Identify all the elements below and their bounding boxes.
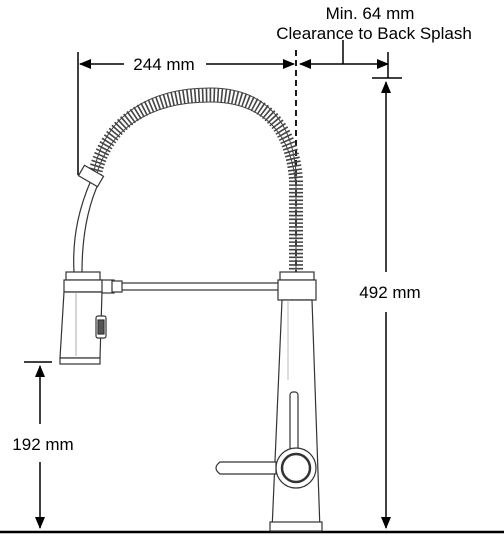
clearance-line2-label: Clearance to Back Splash	[276, 24, 472, 43]
clearance-dimension	[299, 40, 389, 78]
spout-height-dimension	[24, 361, 52, 529]
reach-label: 244 mm	[133, 55, 194, 74]
spray-hose	[73, 177, 93, 273]
reach-dimension	[77, 52, 295, 175]
height-label: 492 mm	[359, 283, 420, 302]
faucet-illustration	[59, 87, 323, 532]
height-dimension	[372, 77, 402, 529]
spring-coil	[87, 87, 303, 275]
clearance-line1-label: Min. 64 mm	[326, 4, 415, 23]
support-arm	[103, 282, 281, 291]
handle-lever	[215, 461, 277, 475]
body-collar	[279, 271, 315, 281]
spout-height-label: 192 mm	[12, 435, 73, 454]
